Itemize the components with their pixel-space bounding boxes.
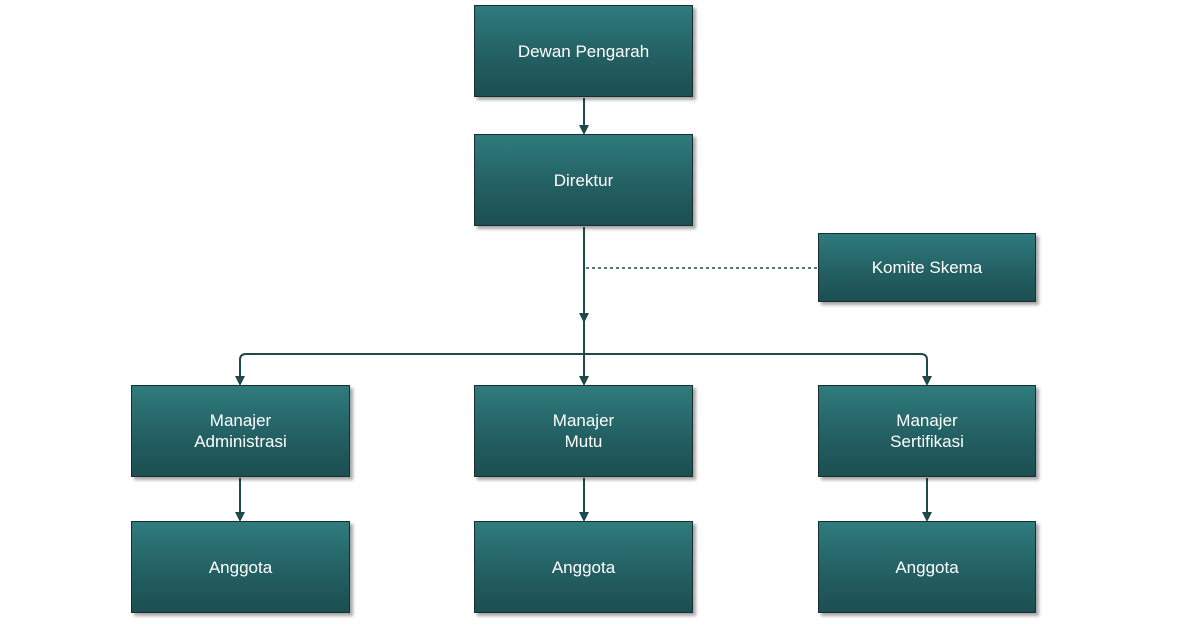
box-anggota-administrasi: Anggota: [131, 521, 350, 613]
box-komite-skema: Komite Skema: [818, 233, 1036, 302]
box-anggota-mutu: Anggota: [474, 521, 693, 613]
box-manajer-sertifikasi: Manajer Sertifikasi: [818, 385, 1036, 477]
label-manajer-administrasi-line2: Administrasi: [194, 432, 287, 451]
label-dewan-pengarah: Dewan Pengarah: [517, 41, 650, 61]
label-anggota-sertifikasi: Anggota: [895, 557, 959, 577]
label-komite-skema: Komite Skema: [871, 258, 983, 277]
label-manajer-sertifikasi-line1: Manajer: [896, 411, 958, 430]
label-manajer-mutu-line2: Mutu: [564, 432, 603, 451]
label-manajer-mutu-line1: Manajer: [552, 411, 615, 430]
box-dewan-pengarah: Dewan Pengarah: [474, 5, 693, 97]
label-manajer-administrasi-line1: Manajer: [209, 411, 272, 430]
box-manajer-mutu: Manajer Mutu: [474, 385, 693, 477]
box-anggota-sertifikasi: Anggota: [818, 521, 1036, 613]
label-direktur: Direktur: [553, 170, 614, 190]
box-manajer-administrasi: Manajer Administrasi: [131, 385, 350, 477]
label-anggota-mutu: Anggota: [551, 557, 616, 577]
label-manajer-sertifikasi-line2: Sertifikasi: [890, 432, 964, 451]
label-anggota-administrasi: Anggota: [208, 557, 273, 577]
box-direktur: Direktur: [474, 134, 693, 226]
